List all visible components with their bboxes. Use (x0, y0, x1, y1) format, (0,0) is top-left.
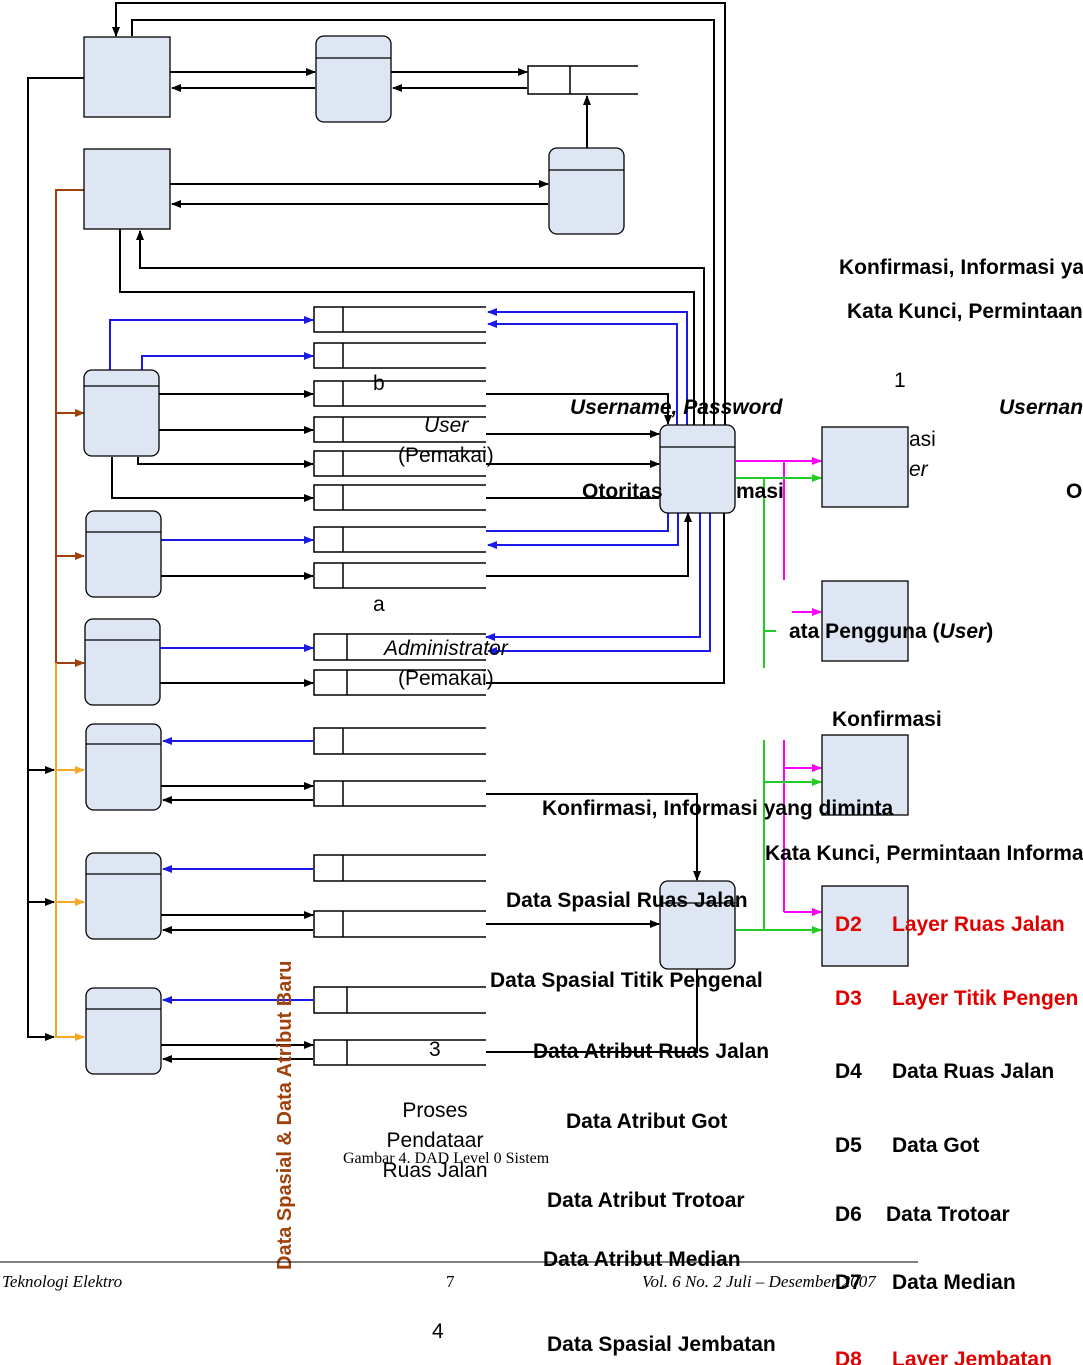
store-id-d6: D6 (835, 1203, 862, 1226)
data-store (313, 450, 486, 477)
data-store (313, 380, 486, 407)
label-pendataan: Pendataar (387, 1129, 484, 1152)
data-store-labels: D2 Layer Ruas Jalan D3 Layer Titik Penge… (835, 913, 1078, 1365)
label-data-spasial-jembatan: Data Spasial Jembatan (547, 1333, 776, 1356)
process (659, 424, 736, 514)
store-name-d6: Data Trotoar (886, 1203, 1010, 1226)
process (85, 510, 162, 598)
data-store (313, 526, 486, 553)
label-kata-kunci-top: Kata Kunci, Permintaan (847, 300, 1083, 323)
process-shapes (83, 35, 736, 1075)
store-name-d7: Data Median (892, 1271, 1016, 1294)
label-data-spasial-ruas-jalan: Data Spasial Ruas Jalan (506, 889, 748, 912)
label-process-number-3: 3 (429, 1038, 441, 1061)
data-store (313, 1039, 486, 1066)
store-name-d3: Layer Titik Pengen (892, 987, 1078, 1010)
label-o-right: O (1066, 480, 1082, 503)
data-store (313, 986, 486, 1014)
entity-boxes (83, 36, 909, 967)
data-store (527, 65, 638, 95)
magenta-flows (736, 457, 822, 916)
label-username-right: Usernan (999, 396, 1083, 419)
entity-box (83, 148, 171, 230)
data-store (313, 727, 486, 755)
entity-box (821, 580, 909, 662)
data-store (313, 416, 486, 443)
label-otoritas-right: masi (736, 480, 784, 503)
data-store (313, 780, 486, 807)
label-administrator: Administrator (382, 637, 509, 660)
entity-box (83, 36, 171, 118)
process (659, 880, 736, 970)
label-user: User (424, 414, 469, 437)
footer-journal-name: Teknologi Elektro (2, 1272, 123, 1291)
label-data-atribut-median: Data Atribut Median (543, 1248, 741, 1271)
store-id-d4: D4 (835, 1060, 862, 1083)
process (548, 147, 625, 235)
store-id-d8: D8 (835, 1348, 862, 1365)
blue-flows (109, 308, 711, 1004)
process (83, 369, 160, 457)
data-store (313, 854, 486, 882)
black-flows (27, 2, 726, 1063)
store-name-d8: Layer Jembatan (892, 1348, 1052, 1365)
data-store (313, 633, 486, 661)
store-id-d7: D7 (835, 1271, 862, 1294)
flow-labels: Konfirmasi, Informasi ya Kata Kunci, Per… (274, 256, 1083, 1356)
label-vertical-data-spasial: Data Spasial & Data Atribut Baru (274, 961, 296, 1270)
label-a: a (373, 593, 385, 616)
store-name-d4: Data Ruas Jalan (892, 1060, 1054, 1083)
label-data-atribut-got: Data Atribut Got (566, 1110, 727, 1133)
figure-caption: Gambar 4. DAD Level 0 Sistem (343, 1150, 550, 1167)
label-er: er (909, 458, 929, 481)
data-store (313, 562, 486, 589)
data-store (313, 669, 486, 696)
data-store (313, 342, 486, 369)
brown-flows (55, 189, 85, 667)
label-pemakai-1: (Pemakai) (398, 444, 494, 467)
process (84, 618, 161, 706)
label-konfirmasi-info-mid: Konfirmasi, Informasi yang diminta (542, 797, 894, 820)
label-data-atribut-ruas-jalan: Data Atribut Ruas Jalan (533, 1040, 769, 1063)
label-kata-kunci-mid: Kata Kunci, Permintaan Informa (765, 842, 1083, 865)
label-konfirmasi-info-top: Konfirmasi, Informasi ya (839, 256, 1083, 279)
label-process-number-1: 1 (894, 369, 906, 392)
label-proses: Proses (402, 1099, 467, 1122)
entity-box (821, 734, 909, 816)
label-b: b (373, 372, 385, 395)
footer-page-number: 7 (446, 1272, 455, 1291)
data-store (313, 484, 486, 511)
entity-box (821, 885, 909, 967)
store-id-d3: D3 (835, 987, 862, 1010)
store-name-d2: Layer Ruas Jalan (892, 913, 1065, 936)
label-data-spasial-titik-pengenal: Data Spasial Titik Pengenal (490, 969, 763, 992)
label-username-password: Username, Password (570, 396, 784, 419)
label-pemakai-2: (Pemakai) (398, 667, 494, 690)
entity-box (821, 426, 909, 508)
process (85, 852, 162, 940)
label-data-pengguna: ata Pengguna (User) (789, 620, 993, 643)
process (85, 987, 162, 1075)
label-asi: asi (909, 428, 936, 451)
footer-volume: Vol. 6 No. 2 Juli – Desember 2007 (642, 1272, 876, 1291)
process (315, 35, 392, 123)
store-id-d5: D5 (835, 1134, 862, 1157)
process (85, 723, 162, 811)
store-id-d2: D2 (835, 913, 862, 936)
label-process-number-4: 4 (432, 1320, 444, 1343)
store-name-d5: Data Got (892, 1134, 980, 1157)
data-store-shapes (313, 65, 638, 1066)
label-konfirmasi: Konfirmasi (832, 708, 942, 731)
label-data-atribut-trotoar: Data Atribut Trotoar (547, 1189, 745, 1212)
data-store (313, 910, 486, 938)
data-store (313, 306, 486, 333)
green-flows (736, 474, 822, 934)
label-ruas-jalan: Ruas Jalan (382, 1159, 487, 1182)
label-otoritas-left: Otoritas (582, 480, 663, 503)
orange-flows (55, 663, 85, 1041)
